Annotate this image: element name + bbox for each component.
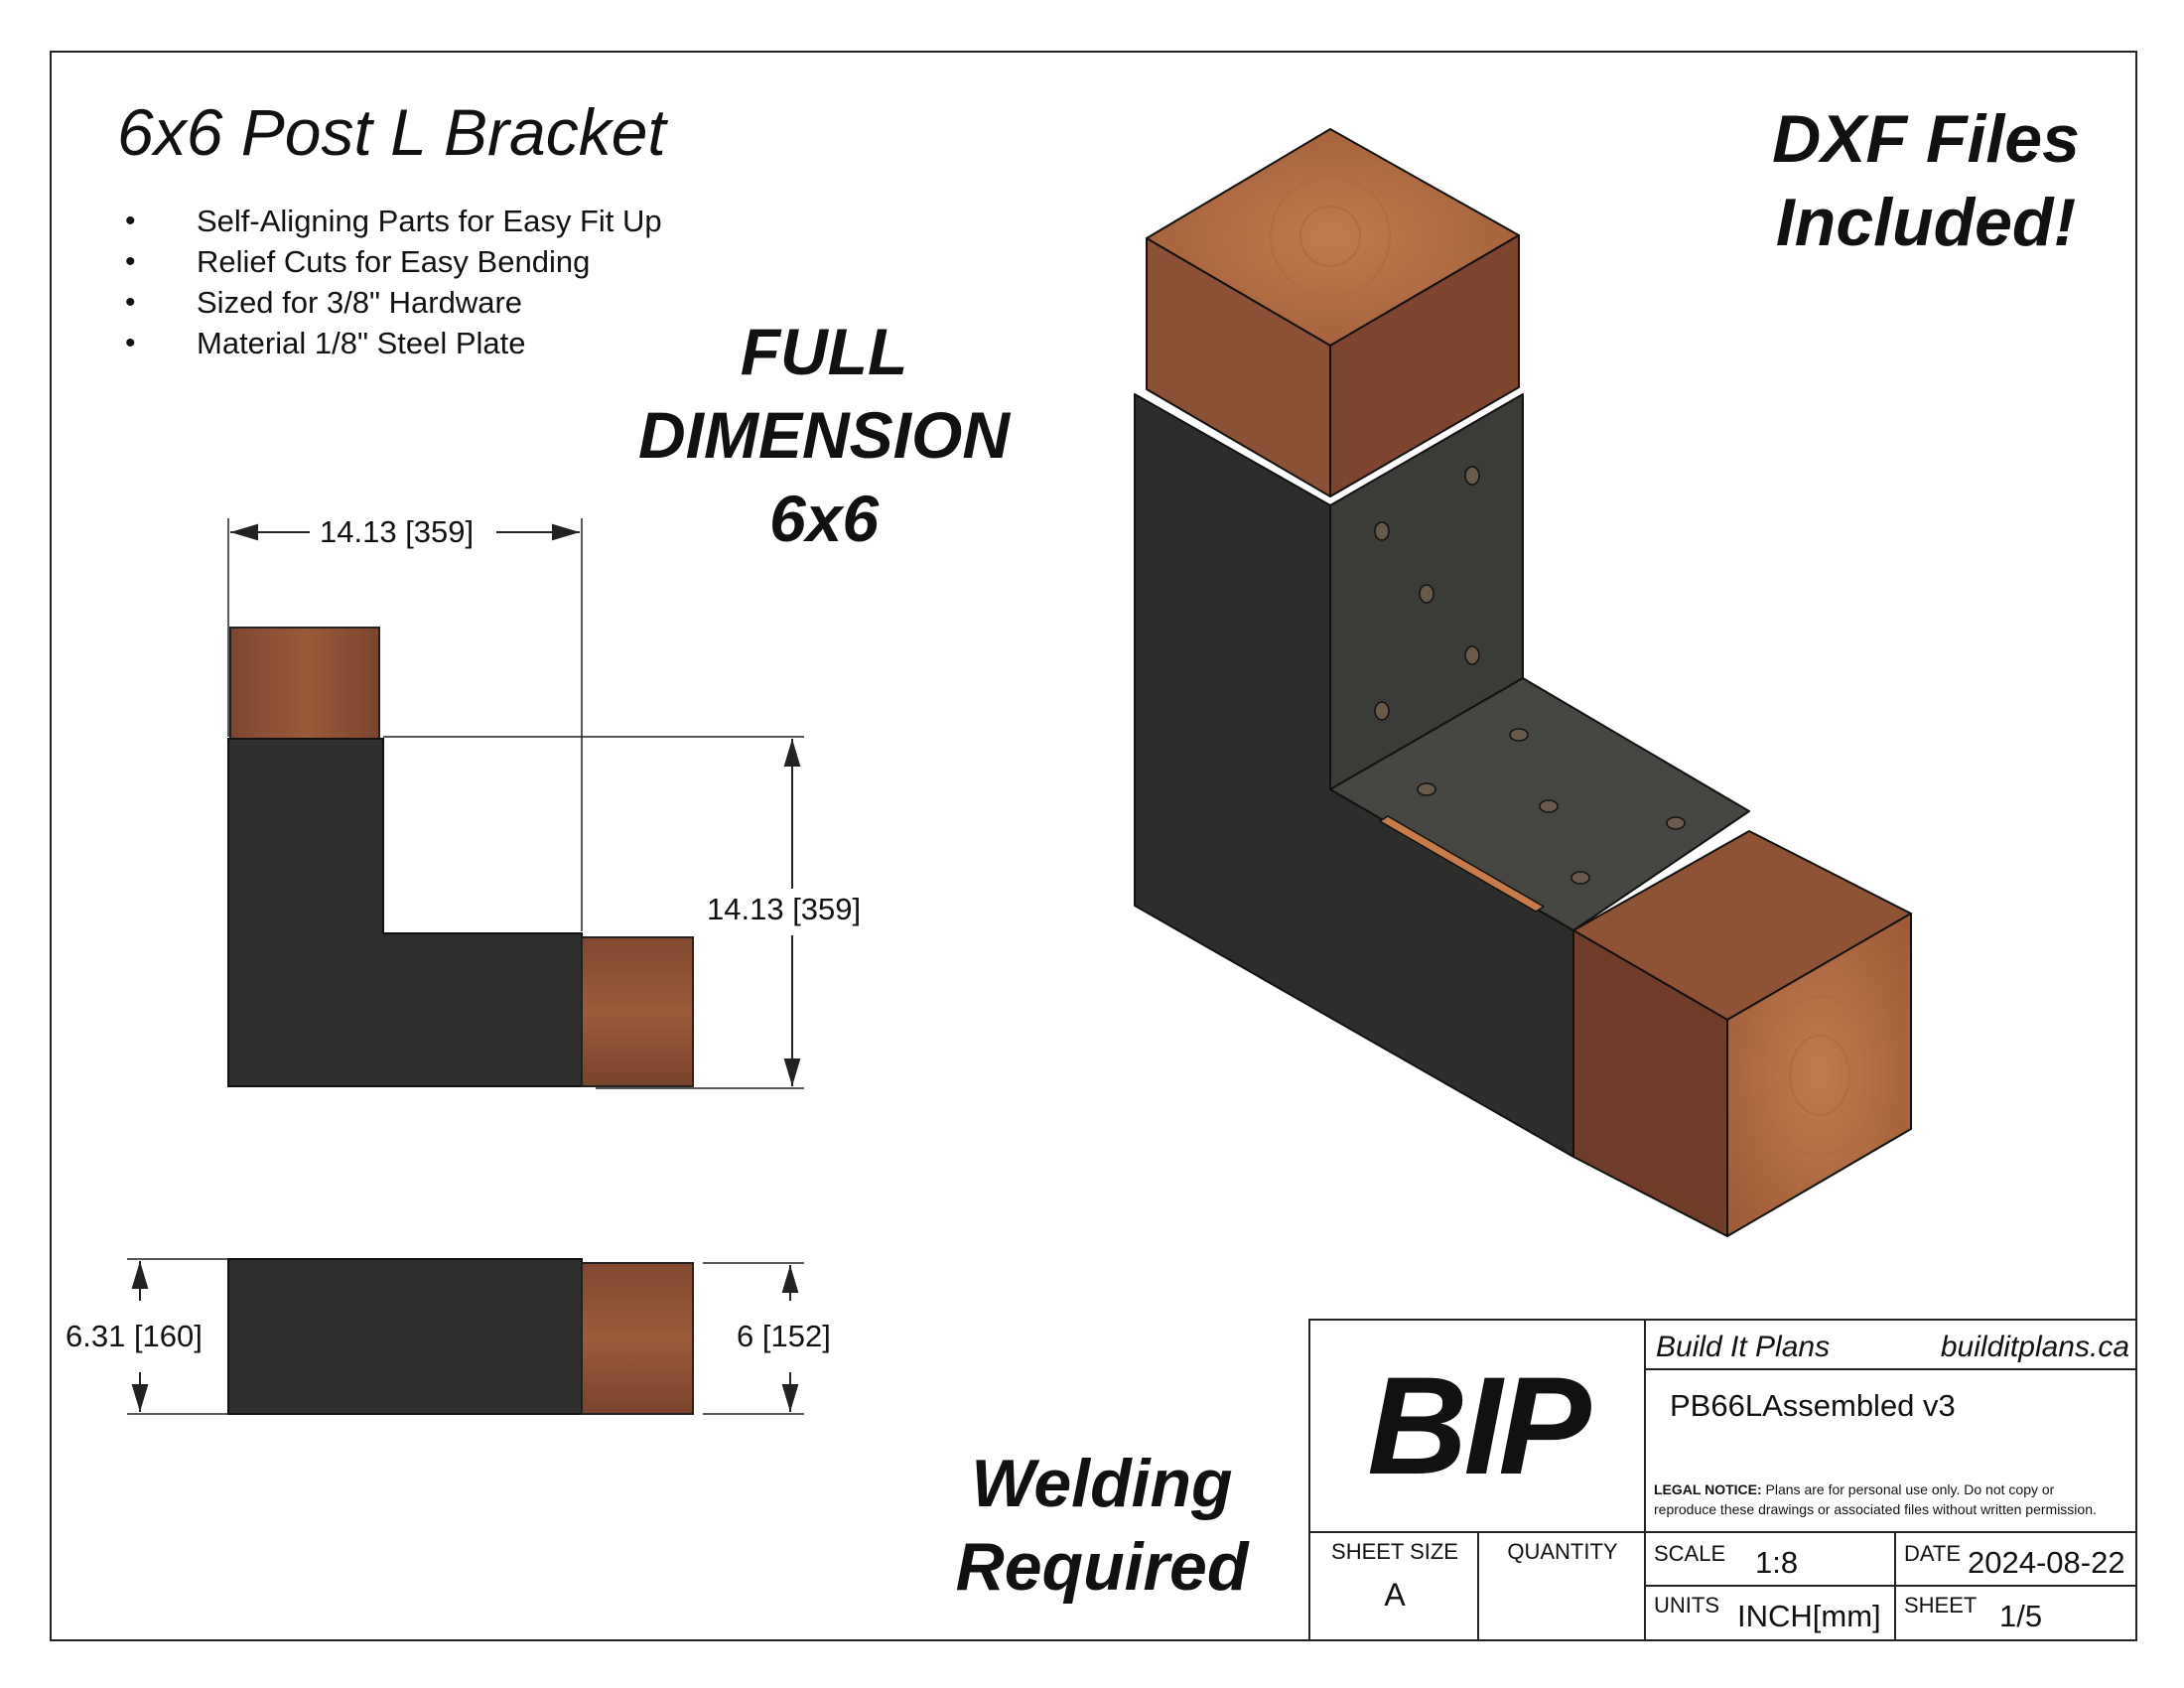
top-post-stub [229, 627, 380, 740]
bottom-view [127, 1258, 804, 1415]
scale-value: 1:8 [1755, 1545, 1799, 1580]
horizontal-post-end [1726, 913, 1912, 1237]
front-view [227, 518, 804, 1089]
welding-callout: Welding Required [955, 1446, 1249, 1605]
bottom-post-stub [581, 1262, 694, 1415]
company-cell: Build It Plans builditplans.ca [1646, 1321, 2135, 1370]
isometric-view [1134, 128, 1912, 1237]
part-name: PB66LAssembled v3 [1670, 1388, 1956, 1423]
full-dimension-callout: FULL DIMENSION 6x6 [637, 315, 1011, 555]
dim-top-width: 14.13 [359] [320, 514, 475, 549]
legal-notice: LEGAL NOTICE: Plans are for personal use… [1654, 1481, 2097, 1517]
part-cell: PB66LAssembled v3 LEGAL NOTICE: Plans ar… [1646, 1370, 2135, 1533]
dim-bottom-right: 6 [152] [737, 1319, 831, 1353]
website: builditplans.ca [1940, 1331, 2129, 1363]
feature-item: Self-Aligning Parts for Easy Fit Up [117, 201, 662, 241]
feature-item: Sized for 3/8" Hardware [117, 282, 662, 323]
vertical-post-right-face [1329, 234, 1520, 497]
units-value: INCH[mm] [1737, 1599, 1881, 1633]
side-post-stub [581, 936, 694, 1087]
sheet-size-cell: SHEET SIZE A [1310, 1533, 1479, 1639]
sheet-cell: SHEET 1/5 [1904, 1593, 2043, 1633]
bolt-holes [1374, 466, 1686, 885]
units-cell: UNITS INCH[mm] [1646, 1587, 1896, 1639]
bottom-bracket [227, 1258, 583, 1415]
dxf-callout: DXF Files Included! [1772, 101, 2080, 260]
dim-side-height: 14.13 [359] [707, 892, 862, 926]
title-block: BIP Build It Plans builditplans.ca PB66L… [1308, 1319, 2137, 1641]
scale-cell: SCALE 1:8 [1646, 1533, 1896, 1587]
company-name: Build It Plans [1656, 1331, 1831, 1363]
feature-item: Relief Cuts for Easy Bending [117, 241, 662, 282]
drawing-title: 6x6 Post L Bracket [117, 95, 666, 169]
quantity-cell: QUANTITY [1479, 1533, 1646, 1639]
bip-logo: BIP [1367, 1347, 1590, 1503]
date-cell: DATE 2024-08-22 [1896, 1533, 2135, 1587]
front-bracket [227, 738, 583, 1087]
drawing-frame [50, 51, 2137, 1641]
logo-cell: BIP [1310, 1321, 1646, 1533]
feature-item: Material 1/8" Steel Plate [117, 323, 662, 363]
sheet-value: 1/5 [1999, 1599, 2043, 1633]
sheet-size-value: A [1384, 1577, 1406, 1613]
date-value: 2024-08-22 [1968, 1545, 2125, 1580]
dim-bottom-left: 6.31 [160] [66, 1319, 203, 1353]
feature-list: Self-Aligning Parts for Easy Fit Up Reli… [117, 201, 662, 363]
